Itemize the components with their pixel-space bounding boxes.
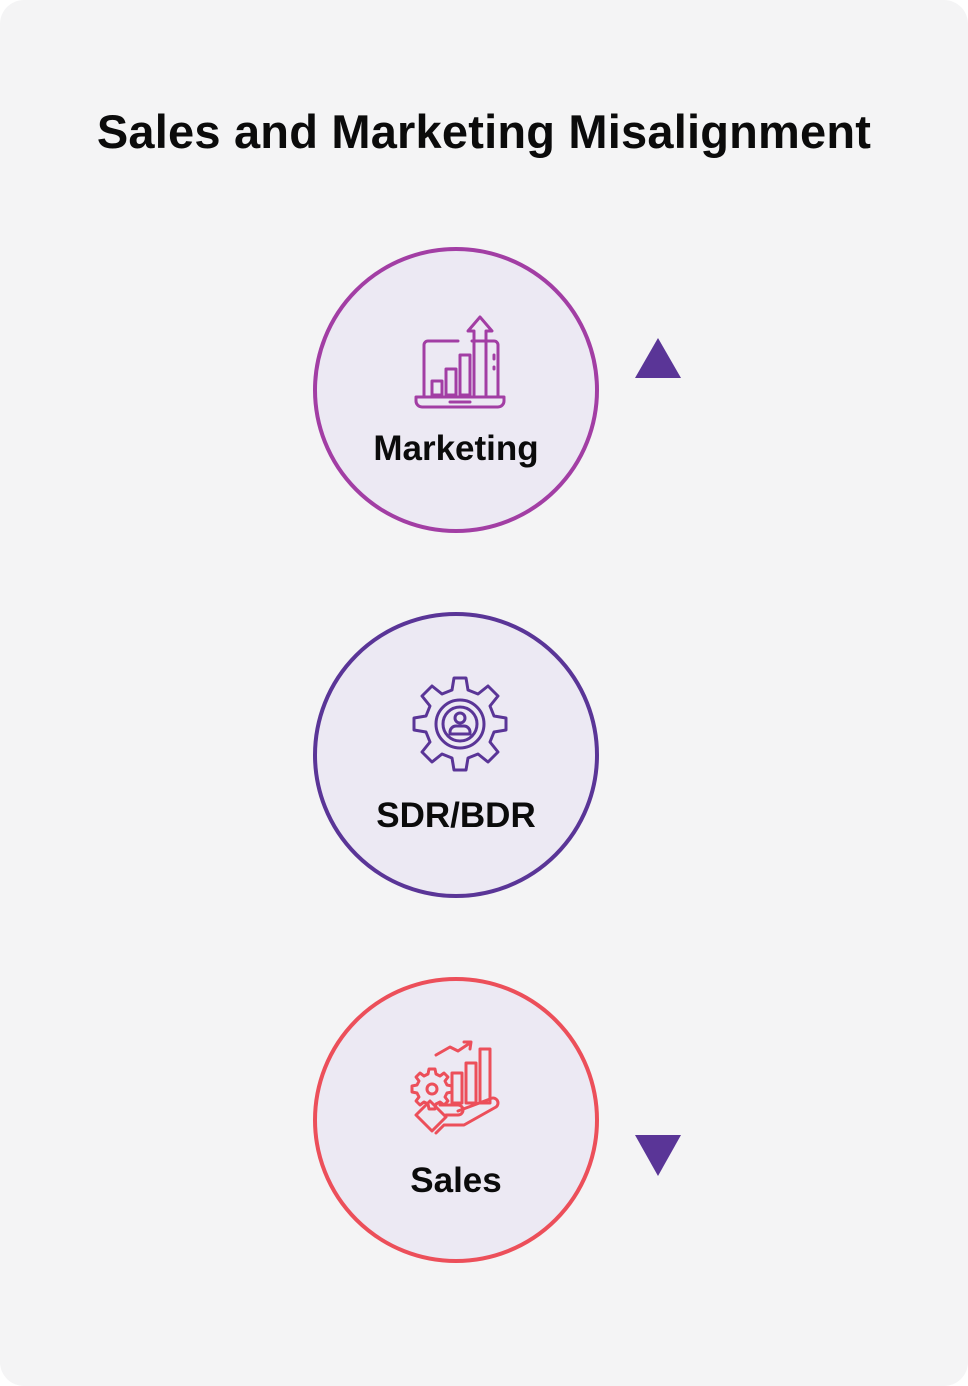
hand-gear-chart-icon xyxy=(410,1040,500,1135)
sales-node: Sales xyxy=(313,977,599,1263)
marketing-label: Marketing xyxy=(373,429,539,468)
sales-label: Sales xyxy=(410,1161,502,1200)
arrows-layer xyxy=(635,338,681,1176)
laptop-growth-chart-icon xyxy=(414,315,506,409)
marketing-node: Marketing xyxy=(313,247,599,533)
sdr-bdr-node: SDR/BDR xyxy=(313,612,599,898)
sdr-bdr-label: SDR/BDR xyxy=(376,796,536,835)
arrow-down xyxy=(635,837,681,1176)
gear-user-icon xyxy=(412,676,508,772)
page-title: Sales and Marketing Misalignment xyxy=(96,105,872,158)
arrow-up xyxy=(635,338,681,676)
